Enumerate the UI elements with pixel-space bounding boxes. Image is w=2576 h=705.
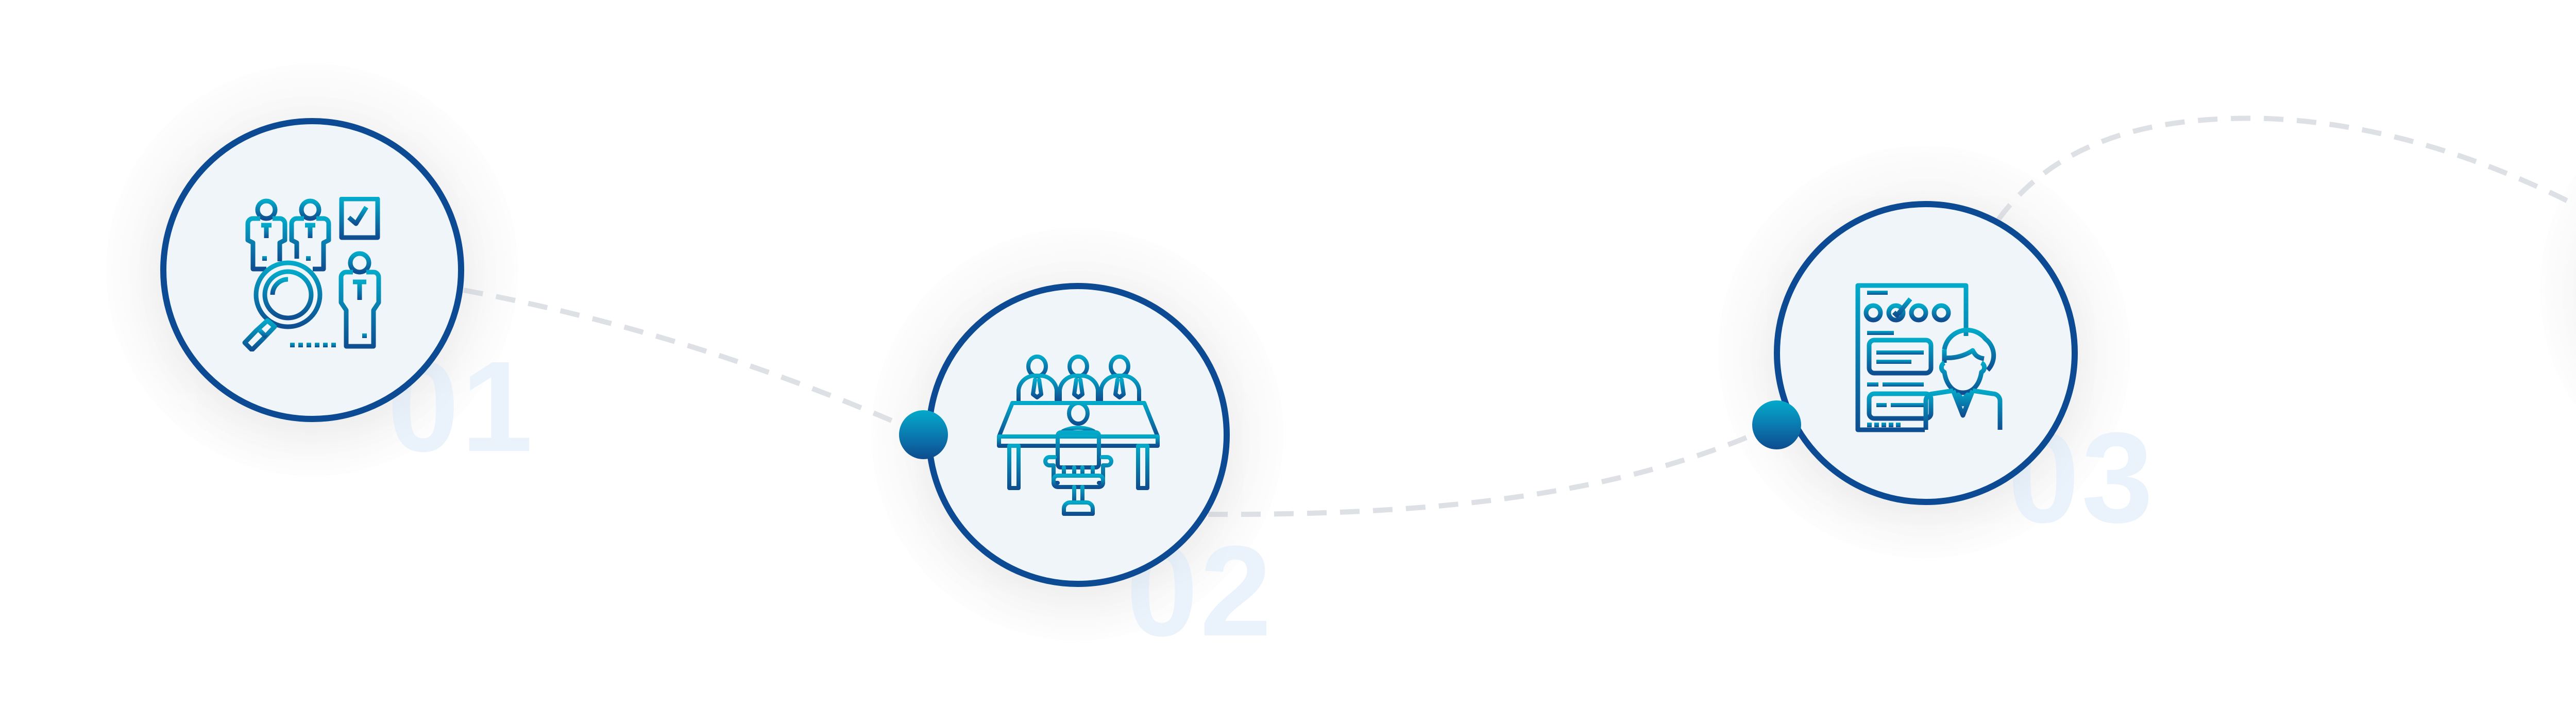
step-3-circle <box>1774 201 2078 505</box>
step-2-circle <box>926 283 1230 587</box>
interview-panel-icon <box>997 355 1160 516</box>
connector-1-2 <box>463 288 925 437</box>
connector-2-3 <box>1208 422 1778 517</box>
connector-3-4 <box>1995 115 2576 222</box>
candidate-search-icon <box>242 197 381 351</box>
step-3-connector-dot <box>1752 400 1801 449</box>
step-2-connector-dot <box>899 410 948 459</box>
step-1-circle <box>160 118 464 422</box>
assessment-form-icon <box>1855 283 2003 432</box>
